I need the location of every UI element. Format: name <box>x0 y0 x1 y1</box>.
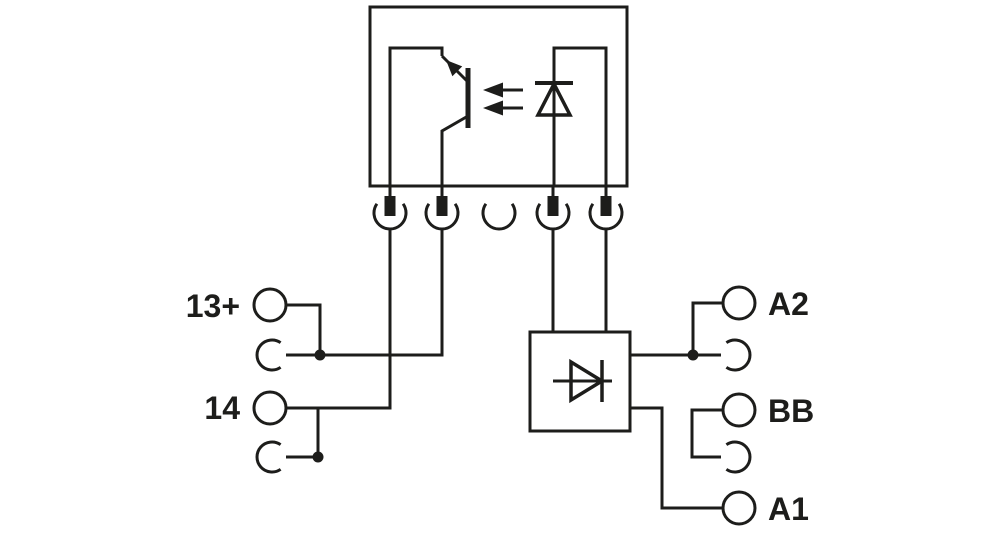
terminal-label-14: 14 <box>204 390 240 426</box>
socket-arc-icon-1 <box>372 202 408 231</box>
led-leads <box>552 46 608 186</box>
junction-dot-13plus <box>314 349 326 361</box>
led-triangle <box>535 80 573 117</box>
wire-bb-to-socket <box>690 408 723 459</box>
phototransistor-arrow-icon <box>446 60 463 77</box>
plug-pin-icon-5 <box>600 196 612 216</box>
terminal-socket-14 <box>255 440 282 474</box>
wires <box>286 229 723 510</box>
plug-pin-icon-1 <box>384 196 396 216</box>
junction-dot-a2 <box>687 349 699 361</box>
plug-connector-row <box>372 186 624 231</box>
socket-arc-icon-2 <box>424 202 460 231</box>
terminal-socket-bb <box>725 440 752 474</box>
wire-pin1-to-14 <box>286 229 392 410</box>
terminal-label-a2: A2 <box>768 286 809 322</box>
terminal-circle-14 <box>252 390 288 426</box>
plug-socket-2 <box>424 186 460 231</box>
optocoupler <box>368 5 629 188</box>
plug-socket-1 <box>372 186 408 231</box>
terminal-a2: A2 <box>721 285 809 372</box>
terminal-label-13plus: 13+ <box>186 288 240 324</box>
light-arrow-head-2 <box>483 100 503 116</box>
terminal-14: 14 <box>204 390 288 474</box>
plug-socket-5 <box>588 186 624 231</box>
terminal-a1: A1 <box>721 490 809 527</box>
phototransistor-emitter <box>440 114 469 186</box>
diode-module-box <box>528 330 632 433</box>
terminal-socket-13plus <box>255 338 282 372</box>
optocoupler-housing <box>368 5 629 188</box>
diode-triangle <box>569 358 606 404</box>
terminal-socket-a2 <box>725 338 752 372</box>
plug-socket-4 <box>535 186 571 231</box>
junction-dot-14 <box>312 451 324 463</box>
plug-pin-icon-4 <box>547 196 559 216</box>
phototransistor-icon <box>388 46 471 186</box>
terminal-bb: BB <box>721 392 814 474</box>
diode-icon <box>553 358 612 404</box>
wire-junction-to-pin2 <box>286 229 444 357</box>
terminal-label-a1: A1 <box>768 491 809 527</box>
terminal-circle-a2 <box>721 285 757 321</box>
terminal-label-bb: BB <box>768 393 814 429</box>
light-arrow-head-1 <box>483 82 503 98</box>
phototransistor-lead-left <box>388 46 444 186</box>
plug-socket-3-empty <box>481 202 517 231</box>
diode-module <box>528 330 632 433</box>
socket-arc-icon-3 <box>481 202 517 231</box>
led-icon <box>535 46 608 186</box>
terminal-circle-a1 <box>721 490 757 526</box>
socket-arc-icon-4 <box>535 202 571 231</box>
terminal-circle-bb <box>721 392 757 428</box>
terminal-circle-13plus <box>252 287 288 323</box>
wire-13plus-to-junction <box>286 303 322 355</box>
light-arrows-icon <box>483 82 523 116</box>
socket-arc-icon-5 <box>588 202 624 231</box>
wire-junction-to-a2 <box>691 301 723 355</box>
plug-pin-icon-2 <box>436 196 448 216</box>
wire-module-to-a1 <box>630 406 723 510</box>
terminal-13plus: 13+ <box>186 287 288 372</box>
